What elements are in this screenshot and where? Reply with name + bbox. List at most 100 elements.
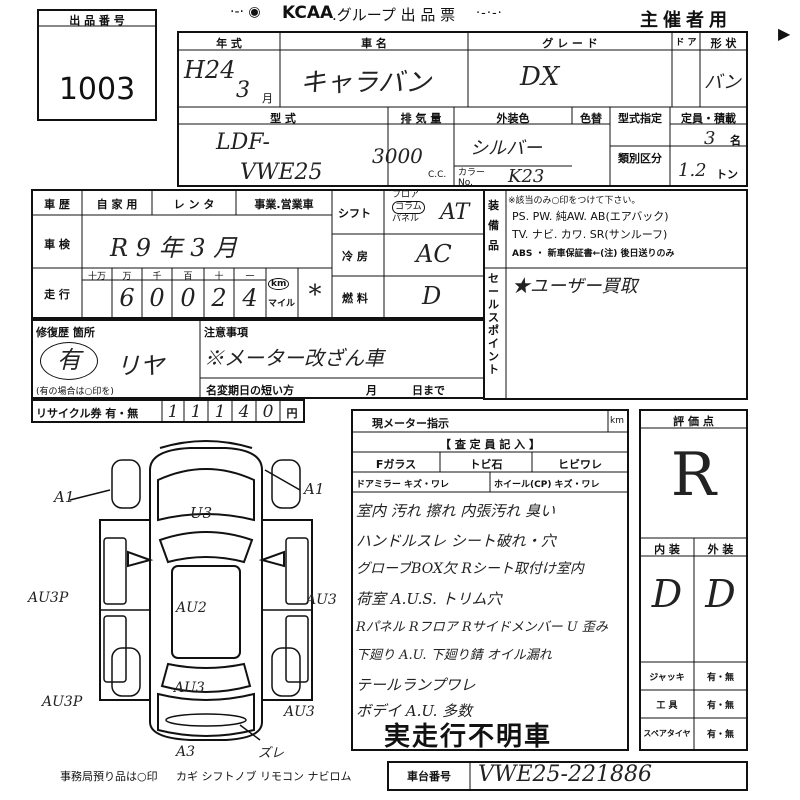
shift-option-column: コラム [392,201,425,214]
recycle-digit: 1 [214,402,226,422]
capacity-label: 定員・積載 [681,112,736,125]
score-value: R [670,440,717,510]
business-label: 事業.営業車 [254,198,314,211]
digit-label: 十万 [87,272,106,282]
lot-number: 1003 [58,72,136,107]
rental-label: レ ン タ [173,198,215,211]
exterior-label: 外 装 [707,543,734,556]
lot-label: 出 品 番 号 [69,14,125,27]
capacity-unit: 名 [730,134,741,147]
mileage-unknown-stamp: 実走行不明車 [384,722,553,752]
meter-unit: km [610,416,624,426]
type-spec-label: 型式指定 [618,112,662,125]
seal-icon: ·-· ◉ [230,4,261,20]
shift-option-floor: フロア [392,190,420,200]
arrow-icon: ▶ [778,24,791,43]
office-items: カギ シフトノブ リモコン ナビロム [176,770,352,783]
shift-option-panel: パネル [392,214,420,224]
damage-mark: U3 [190,504,213,522]
vehicle-name: キャラバン [300,68,432,98]
damage-mark: ズレ [258,746,285,761]
jack-label: ジャッキ [649,673,685,683]
fuel-value: D [422,282,442,310]
copy-label: 主催者用 [640,10,732,31]
fuel-label: 燃 料 [342,292,368,305]
tools-label: 工 具 [656,701,678,711]
model-value-2: VWE25 [240,160,323,185]
inspection-note: 下廻り A.U. 下廻り錆 オイル漏れ [356,648,552,663]
inspection-note: 室内 汚れ 擦れ 内張汚れ 臭い [356,502,556,520]
shape-value: バン [704,72,741,93]
equipment-note: ※該当のみ○印をつけて下さい。 [508,196,641,206]
mile-mark: * [308,280,322,310]
shift-label: シフト [338,207,371,220]
recycle-digit: 1 [190,402,202,422]
digit-label: 百 [183,272,193,282]
office-note: 事務局預り品は○印 [60,770,158,783]
model-value-1: LDF- [216,130,270,155]
form-title: .グループ 出 品 票 [332,6,456,24]
grade-value: DX [520,62,560,92]
chip-label: トビ石 [469,458,503,471]
digit-label: 千 [152,272,162,282]
capacity-value: 3 [704,128,716,149]
damage-mark: AU3P [42,694,83,710]
grade-label: グ レ ー ド [542,37,598,50]
private-use-label: 自 家 用 [96,198,138,211]
shape-label: 形 状 [710,37,737,50]
equipment-label: 装備品 [488,199,499,252]
payload-unit: トン [716,168,738,181]
payload-value: 1.2 [678,160,707,181]
color-no-label: カラー No. [458,168,486,188]
damage-mark: AU3P [28,590,69,606]
shaken-label: 車 検 [44,238,70,251]
inspection-note: グローブBOX欠 Rシート取付け室内 [356,561,584,577]
meter-label: 現メーター指示 [372,417,449,430]
inspection-note: 荷室 A.U.S. トリム穴 [356,590,502,608]
damage-mark: AU3 [306,592,337,608]
damage-mark: A1 [304,480,325,498]
shaken-value: R 9 年 3 月 [110,234,238,262]
year-label: 年 式 [216,37,242,50]
month-unit-label: 月 [366,384,377,397]
displacement-label: 排 気 量 [400,112,442,125]
inspection-note: Rパネル Rフロア Rサイドメンバー U 歪み [356,620,608,635]
repair-note: (有の場合は○印を) [36,387,114,397]
short-period-label: 名変期日の短い方 [206,384,294,397]
name-label: 車 名 [361,37,387,50]
door-label: ド ア [675,38,697,48]
spare-tire-label: スペアタイヤ [643,729,691,738]
damage-mark: AU3 [174,680,205,696]
mileage-label: 走 行 [44,288,70,301]
shift-value: AT [440,200,470,225]
crack-label: ヒビワレ [558,458,602,471]
damage-mark: A3 [176,744,196,760]
model-label: 型 式 [270,112,296,125]
title-trail: ·-·-· [476,6,503,21]
year-value: H24 [184,56,236,84]
history-label: 車 歴 [44,198,70,211]
month-value: 3 [236,78,250,103]
digit-label: 十 [214,272,224,282]
score-label: 評 価 点 [673,415,714,428]
digit-label: 万 [122,272,132,282]
day-unit-label: 日まで [412,384,445,397]
tools-yes-no: 有・無 [706,701,734,711]
recycle-digit: 1 [167,402,179,422]
color-change-label: 色替 [580,112,602,125]
color-value: シルバー [470,138,542,159]
mile-label: マイル [268,299,296,309]
damage-mark: AU2 [176,600,207,616]
ac-label: 冷 房 [342,250,368,263]
equipment-line-2: TV. ナビ. カワ. SR(サンルーフ) [512,228,668,241]
mileage-digit: 6 [119,284,135,312]
sales-point-value: ★ユーザー買取 [512,276,638,297]
inspection-note: ボデイ A.U. 多数 [356,702,473,720]
sales-point-label: セールスポイント [488,272,499,376]
damage-mark: A1 [54,488,75,506]
recycle-unit: 円 [286,407,298,420]
inspection-note: ハンドルスレ シート破れ・穴 [356,532,556,550]
color-no-value: K23 [508,166,545,187]
mileage-digit: 4 [242,284,258,312]
kcaa-logo: KCAA [282,3,334,23]
